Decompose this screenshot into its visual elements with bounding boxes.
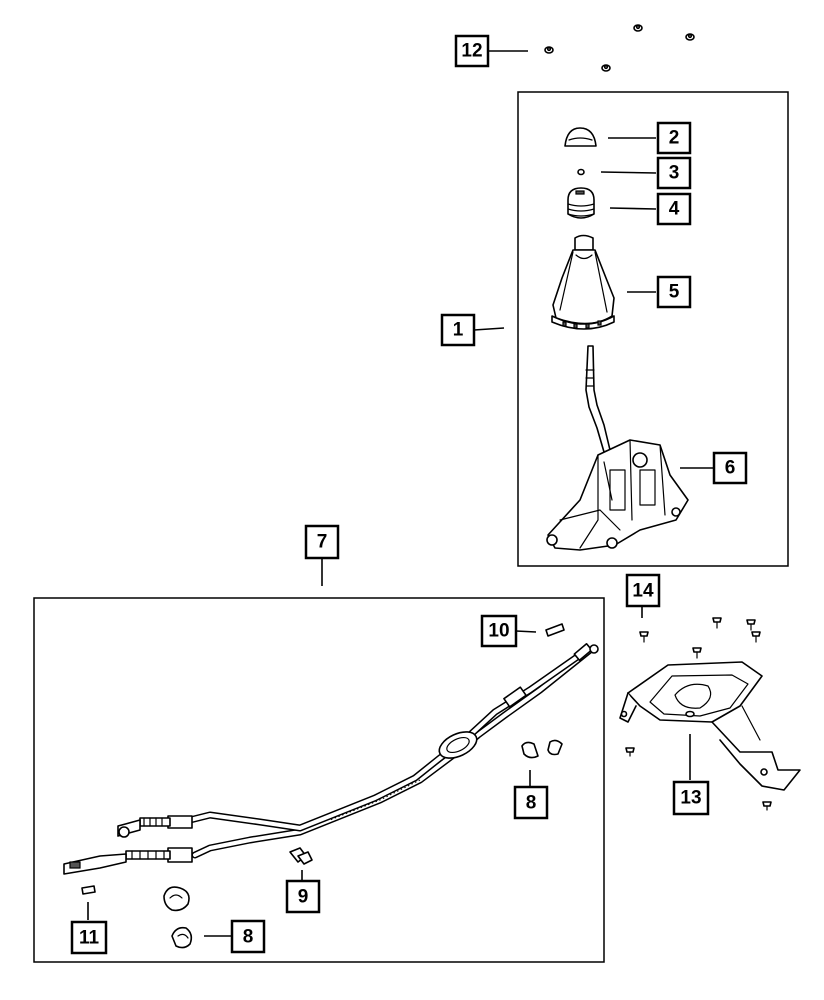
shift-knob [567,187,595,219]
nut-group-12 [544,24,695,72]
gear-shifter-mechanism [546,345,689,551]
callout-5: 5 [656,275,692,309]
leader-lines [87,50,714,937]
callout-6: 6 [712,451,748,485]
retaining-clip-lower-left [163,886,190,912]
svg-text:8: 8 [243,927,254,948]
svg-text:4: 4 [669,199,680,220]
shift-cable-assembly [63,642,599,875]
callout-2: 2 [656,121,692,155]
cable-bushing [289,847,313,865]
callout-8-upper: 8 [513,785,549,820]
svg-text:11: 11 [79,928,100,949]
bolt-group-14 [625,617,772,811]
svg-text:8: 8 [526,793,537,814]
shift-knob-cap [564,127,597,147]
retaining-clips-8-upper [521,739,563,759]
knob-nut [577,168,585,176]
retaining-clip-8-lower [171,926,193,949]
callout-9: 9 [285,879,321,914]
svg-text:6: 6 [725,458,736,479]
svg-text:14: 14 [632,581,654,602]
callout-8-lower: 8 [230,919,266,954]
svg-text:5: 5 [669,282,680,303]
callout-12: 12 [454,34,490,68]
cable-lock-pin [81,885,96,895]
callout-11: 11 [70,920,108,955]
svg-text:3: 3 [669,163,680,184]
cable-clip-pin [545,623,565,637]
callout-13: 13 [672,780,710,816]
svg-text:1: 1 [453,320,464,341]
svg-text:10: 10 [488,621,509,642]
svg-text:13: 13 [680,788,701,809]
svg-text:12: 12 [461,41,482,62]
svg-text:9: 9 [298,887,309,908]
svg-text:2: 2 [669,128,680,149]
callout-3: 3 [656,156,692,190]
callout-14: 14 [625,573,661,608]
callout-4: 4 [656,192,692,226]
callout-10: 10 [480,614,518,648]
callout-1: 1 [440,313,476,347]
callout-7: 7 [304,524,340,560]
shift-boot [551,234,615,330]
shifter-assembly-frame [517,91,789,567]
cable-assembly-frame [33,597,605,963]
svg-text:7: 7 [317,532,328,553]
shifter-mounting-bracket [619,661,801,791]
